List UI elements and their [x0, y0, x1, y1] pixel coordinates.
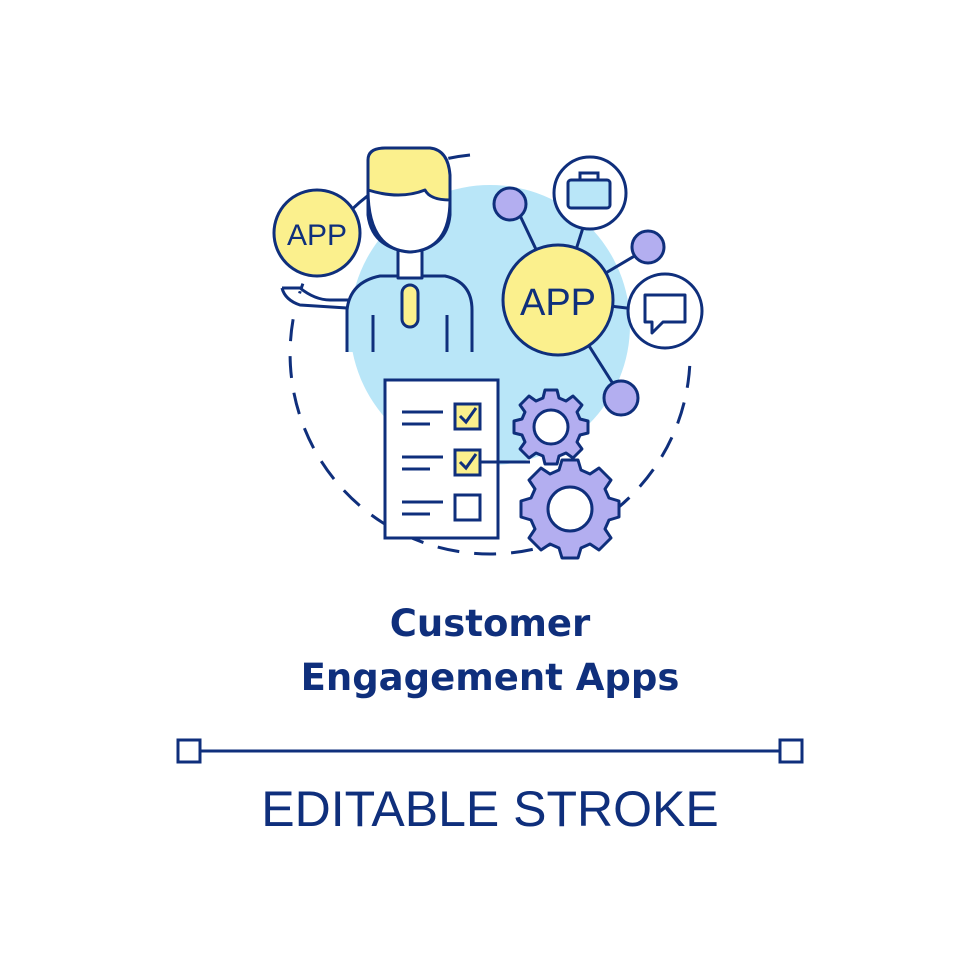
app-badge-center: APP [501, 243, 615, 357]
editable-stroke-caption: EDITABLE STROKE [261, 781, 719, 837]
network-node [492, 186, 528, 222]
app-badge-left: APP [272, 188, 362, 278]
checkbox-empty [453, 493, 482, 522]
chat-bubble [626, 272, 704, 350]
dashed-ring [288, 153, 692, 556]
person-icon [280, 146, 474, 352]
checkbox-checked [453, 402, 482, 431]
app-badge-center-text: APP [520, 282, 596, 324]
network-node [630, 229, 666, 265]
chat-bubble-icon [643, 293, 687, 335]
briefcase-bubble [552, 155, 628, 231]
gear-icon-small [512, 388, 590, 466]
checklist-icon [383, 378, 530, 540]
briefcase-icon [566, 171, 612, 210]
title-line-2: Engagement Apps [300, 656, 680, 699]
checkbox-checked [453, 448, 482, 477]
title-line-1: Customer [389, 602, 591, 645]
app-badge-left-text: APP [287, 219, 347, 252]
network-node [602, 379, 640, 417]
gear-icon-large [519, 458, 621, 560]
